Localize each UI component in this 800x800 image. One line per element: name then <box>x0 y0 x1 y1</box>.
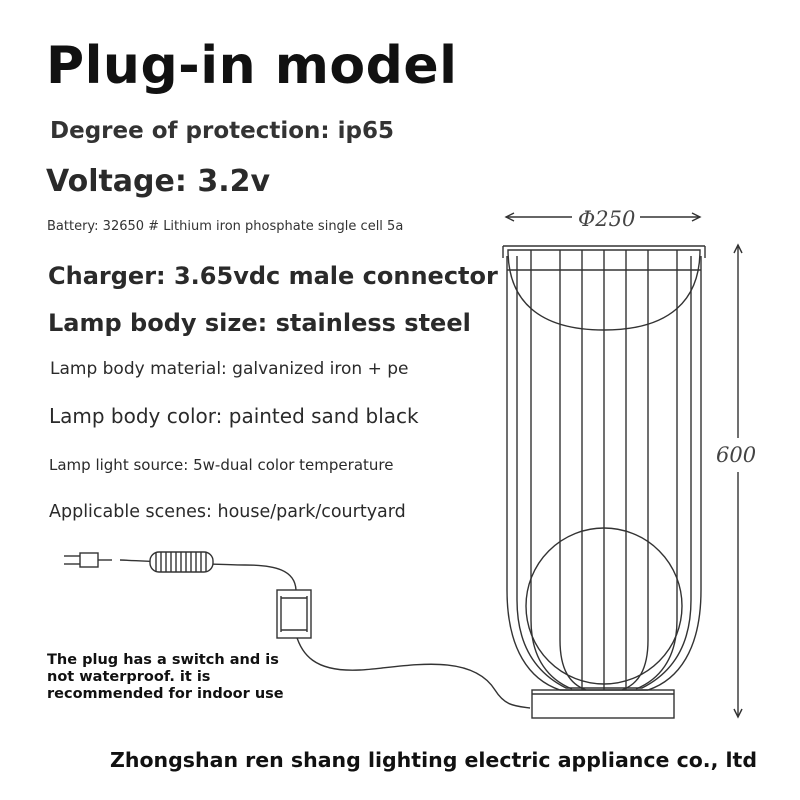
adapter-box-icon <box>276 589 312 639</box>
width-dimension <box>504 212 702 222</box>
spec-charger: Charger: 3.65vdc male connector <box>48 262 498 290</box>
company-name: Zhongshan ren shang lighting electric ap… <box>110 748 758 772</box>
lamp-cage <box>502 245 706 719</box>
spec-scenes: Applicable scenes: house/park/courtyard <box>49 502 406 522</box>
spec-light-source: Lamp light source: 5w-dual color tempera… <box>49 456 394 474</box>
power-cable <box>292 615 531 709</box>
spec-voltage: Voltage: 3.2v <box>46 164 271 199</box>
cable-coil-icon <box>149 551 214 573</box>
height-dimension <box>733 243 743 719</box>
height-label: 600 <box>716 443 756 467</box>
plug-note: The plug has a switch and is not waterpr… <box>47 652 284 702</box>
spec-battery: Battery: 32650 # Lithium iron phosphate … <box>47 219 404 234</box>
spec-body-material: Lamp body material: galvanized iron + pe <box>50 359 409 379</box>
spec-protection: Degree of protection: ip65 <box>50 118 394 144</box>
diameter-label: Φ250 <box>578 207 635 231</box>
spec-body-size: Lamp body size: stainless steel <box>48 309 471 337</box>
plug-icon <box>64 552 112 568</box>
spec-body-color: Lamp body color: painted sand black <box>49 404 419 428</box>
page-title: Plug-in model <box>46 36 458 96</box>
